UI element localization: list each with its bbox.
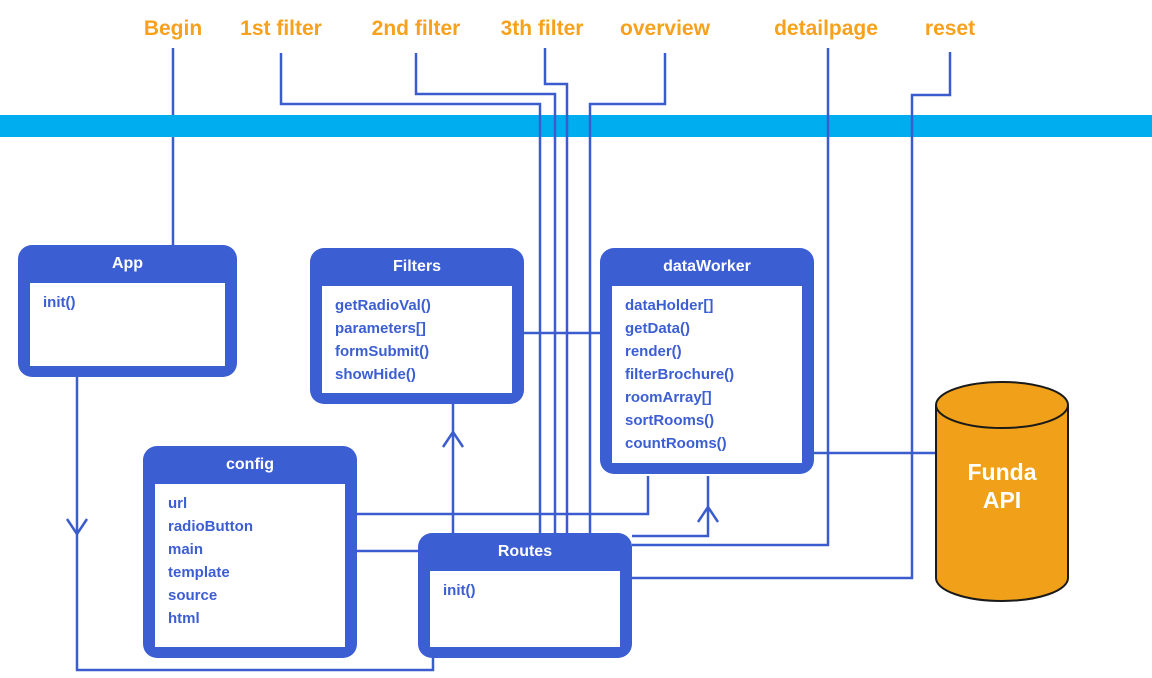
timeline-label-2nd-filter: 2nd filter <box>371 17 461 40</box>
class-title: App <box>111 255 144 272</box>
class-box-config: config url radioButton main template sou… <box>143 446 357 658</box>
class-title: Filters <box>392 258 441 275</box>
class-member: getData() <box>625 320 691 337</box>
connector-3th-filter-to-routes <box>543 48 569 535</box>
class-member: parameters[] <box>335 320 426 337</box>
class-member: formSubmit() <box>335 343 430 360</box>
timeline-label-3th-filter: 3th filter <box>500 17 584 40</box>
connector-app-to-routes <box>75 377 435 672</box>
class-box-dataworker: dataWorker dataHolder[] getData() render… <box>600 248 814 474</box>
class-member-list: dataHolder[] getData() render() filterBr… <box>612 286 802 463</box>
arrowhead-down-icon <box>65 518 89 537</box>
event-timeline-bar <box>0 115 1152 137</box>
connector-reset-to-routes <box>632 52 952 580</box>
timeline-label-detailpage: detailpage <box>774 17 878 40</box>
class-member: template <box>168 564 230 581</box>
database-cylinder-icon <box>935 381 1069 602</box>
class-box-filters: Filters getRadioVal() parameters[] formS… <box>310 248 524 404</box>
class-member: source <box>168 587 218 604</box>
class-member: main <box>168 541 204 558</box>
connector-config-to-dataworker <box>357 476 650 516</box>
class-member-list: init() <box>430 571 620 647</box>
timeline-label-reset: reset <box>924 17 976 40</box>
class-member: dataHolder[] <box>625 297 714 314</box>
timeline-label-1st-filter: 1st filter <box>240 17 322 40</box>
class-member: getRadioVal() <box>335 297 431 314</box>
timeline-label-begin: Begin <box>143 17 203 40</box>
datastore-label: Funda API <box>967 459 1037 513</box>
connector-2nd-filter-to-routes <box>414 53 557 535</box>
connector-overview-to-routes <box>588 53 667 535</box>
class-box-routes: Routes init() <box>418 533 632 658</box>
arrowhead-up-icon <box>696 504 720 523</box>
class-member-list: url radioButton main template source htm… <box>155 484 345 647</box>
class-member: countRooms() <box>625 435 727 452</box>
class-member: roomArray[] <box>625 389 712 406</box>
class-member-list: getRadioVal() parameters[] formSubmit() … <box>322 286 512 393</box>
class-member: sortRooms() <box>625 412 715 429</box>
class-title: Routes <box>497 543 553 560</box>
class-box-app: App init() <box>18 245 237 377</box>
class-title: dataWorker <box>663 258 751 275</box>
timeline-label-overview: overview <box>620 17 710 40</box>
arrowhead-up-icon <box>441 429 465 448</box>
class-title: config <box>226 456 274 473</box>
class-member: init() <box>443 582 476 599</box>
class-member-list: init() <box>30 283 225 366</box>
connector-detailpage-to-routes <box>632 48 830 547</box>
class-member: filterBrochure() <box>625 366 735 383</box>
class-member: radioButton <box>168 518 253 535</box>
class-member: html <box>168 610 200 627</box>
class-member: init() <box>43 294 76 311</box>
class-member: url <box>168 495 188 512</box>
connector-routes-to-dataworker <box>632 476 710 538</box>
class-member: showHide() <box>335 366 416 383</box>
class-member: render() <box>625 343 682 360</box>
connector-1st-filter-to-routes <box>279 53 542 535</box>
